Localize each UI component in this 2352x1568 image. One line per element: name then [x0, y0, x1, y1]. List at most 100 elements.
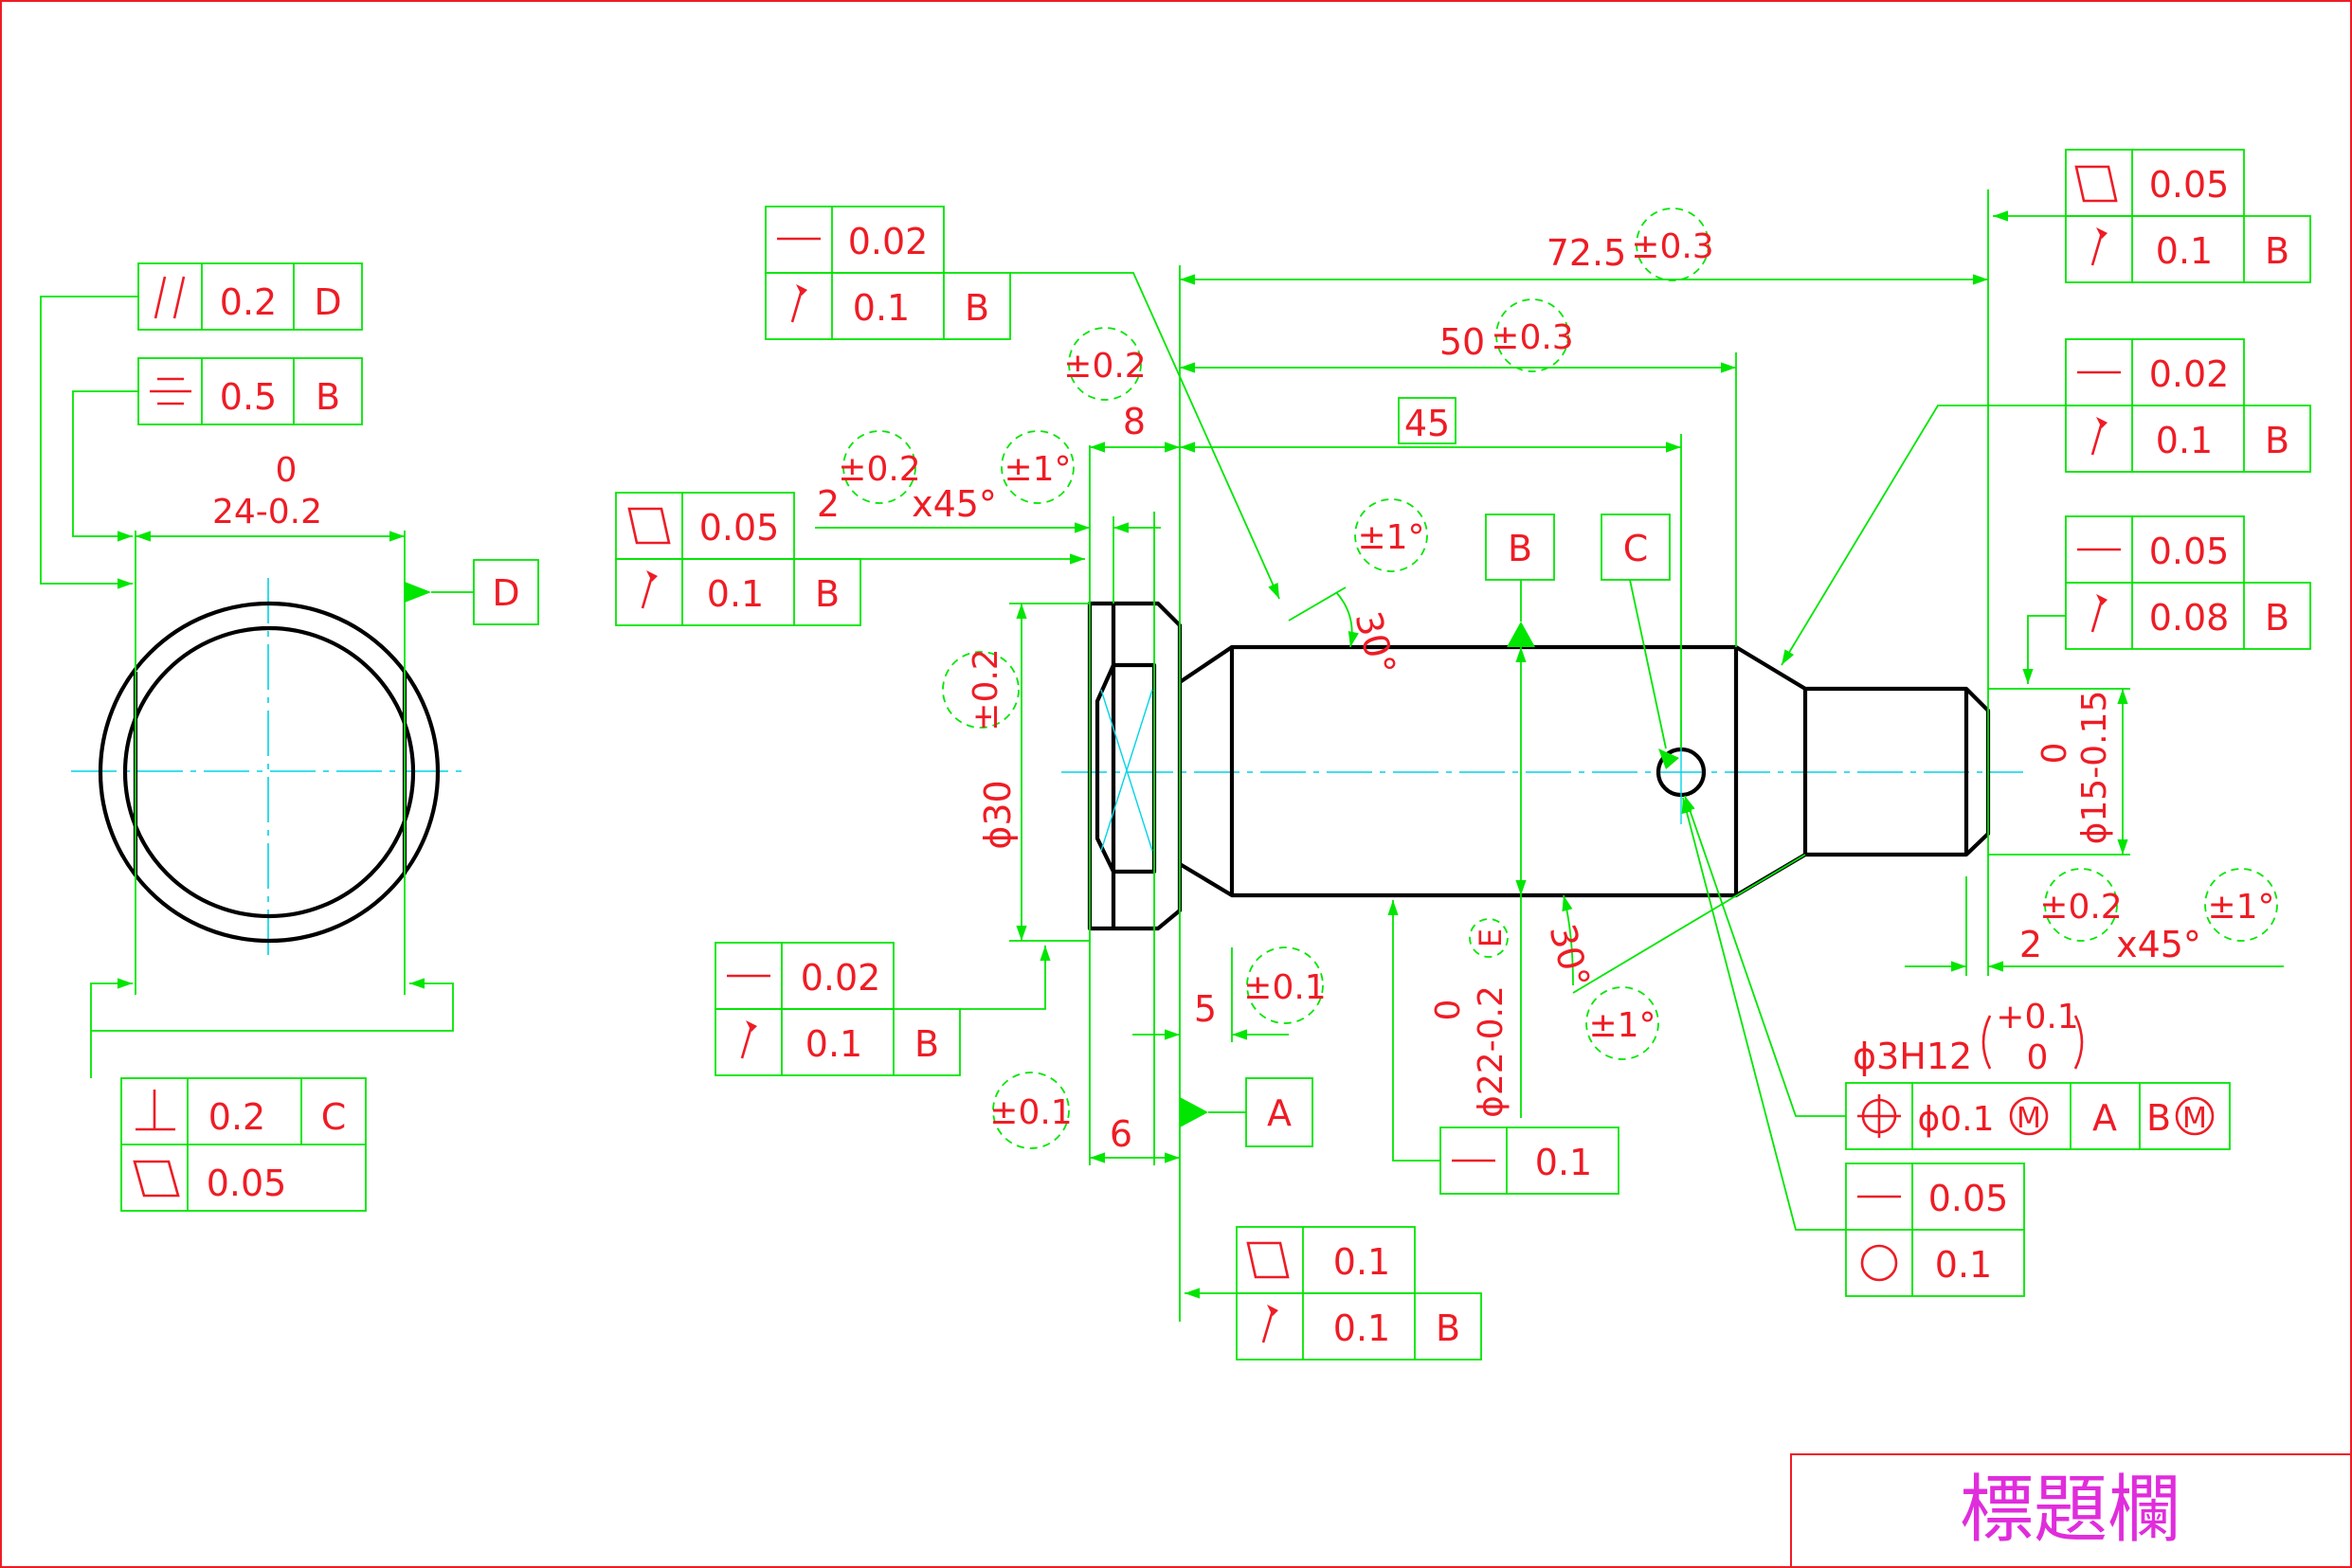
svg-text:±1°: ±1°	[1004, 450, 1071, 489]
runout-icon	[740, 1020, 757, 1059]
svg-text:0: 0	[2027, 1038, 2049, 1077]
svg-text:±1°: ±1°	[1357, 518, 1424, 557]
flatness-icon	[627, 507, 671, 545]
runout-icon	[641, 570, 658, 609]
flange	[1087, 601, 1116, 931]
svg-text:0.1: 0.1	[1333, 1241, 1390, 1283]
svg-text:0.2: 0.2	[220, 281, 277, 323]
svg-text:0.1: 0.1	[707, 573, 764, 615]
svg-text:8: 8	[1123, 401, 1146, 442]
fcf-symmetry: 0.5 B	[137, 357, 363, 425]
svg-text:0.1: 0.1	[2156, 420, 2213, 461]
svg-text:E: E	[1473, 928, 1509, 947]
svg-text:B: B	[965, 287, 989, 329]
symmetry-icon	[150, 377, 191, 406]
svg-text:30°: 30°	[1347, 607, 1403, 679]
svg-text:x45°: x45°	[2116, 924, 2201, 965]
svg-text:C: C	[321, 1096, 347, 1138]
svg-text:45: 45	[1404, 403, 1450, 444]
title-block-label: 標題欄	[1960, 1468, 2181, 1553]
svg-text:+0.1: +0.1	[1996, 998, 2078, 1036]
datum-b-label: B	[1508, 528, 1532, 569]
svg-text:5: 5	[1194, 988, 1217, 1030]
fcf-right-face: 0.05 0.1 B	[2065, 149, 2311, 283]
svg-text:2: 2	[817, 483, 840, 525]
runout-icon	[790, 284, 807, 323]
svg-text:x45°: x45°	[912, 483, 997, 525]
svg-text:±0.2: ±0.2	[967, 648, 1005, 730]
svg-text:30°: 30°	[1541, 920, 1598, 992]
fcf-perpendicular-flatness: 0.2 C 0.05	[120, 1077, 367, 1212]
parallelism-icon	[154, 276, 186, 319]
fcf-right-cone: 0.02 0.1 B	[2065, 338, 2311, 473]
svg-text:0.05: 0.05	[699, 507, 780, 549]
flatness-icon	[1246, 1241, 1290, 1279]
svg-text:0.05: 0.05	[2149, 531, 2230, 572]
flatness-icon	[133, 1160, 180, 1198]
svg-text:D: D	[314, 281, 341, 323]
datum-c-label: C	[1623, 528, 1649, 569]
svg-text:0.05: 0.05	[207, 1162, 287, 1204]
svg-text:B: B	[2265, 230, 2289, 272]
width-dim-upper: 0	[276, 451, 298, 490]
svg-text:B: B	[2265, 597, 2289, 639]
svg-text:±0.1: ±0.1	[989, 1093, 1072, 1132]
outer-circle	[98, 601, 441, 944]
svg-text:±0.2: ±0.2	[838, 450, 920, 489]
svg-text:±0.1: ±0.1	[1243, 968, 1326, 1007]
svg-text:6: 6	[1110, 1113, 1132, 1155]
flatness-icon	[2074, 165, 2118, 203]
svg-text:B: B	[316, 376, 340, 418]
svg-text:0.05: 0.05	[2149, 164, 2230, 206]
fcf-flange-dia: 0.02 0.1 B	[715, 942, 961, 1076]
runout-icon	[2090, 594, 2108, 633]
svg-text:±0.2: ±0.2	[1063, 347, 1146, 386]
svg-text:A: A	[2092, 1097, 2117, 1139]
svg-text:ϕ3H12: ϕ3H12	[1853, 1036, 1972, 1077]
svg-text:0.1: 0.1	[1535, 1142, 1592, 1183]
fcf-datum-a-face: 0.1 0.1 B	[1236, 1226, 1482, 1361]
svg-text:M: M	[2017, 1102, 2041, 1135]
datum-a-label: A	[1267, 1092, 1292, 1134]
fcf-top-left: 0.02 0.1 B	[765, 206, 1011, 340]
svg-text:B: B	[914, 1023, 939, 1065]
svg-text:72.5: 72.5	[1547, 232, 1627, 274]
svg-text:0.5: 0.5	[220, 376, 277, 418]
svg-text:2: 2	[2019, 924, 2042, 965]
main-view	[1061, 601, 2023, 931]
datum-d-label: D	[492, 572, 519, 614]
svg-text:0: 0	[2035, 743, 2074, 765]
fcf-hole-form: 0.05 0.1	[1845, 1162, 2025, 1297]
svg-text:0: 0	[1429, 1000, 1468, 1021]
svg-text:0.1: 0.1	[2156, 230, 2213, 272]
svg-text:0.02: 0.02	[2149, 353, 2230, 395]
svg-text:0.2: 0.2	[208, 1096, 265, 1138]
fcf-position: ϕ0.1 M A B M	[1845, 1082, 2231, 1150]
circularity-icon	[1860, 1244, 1898, 1282]
svg-text:B: B	[1436, 1307, 1460, 1349]
svg-text:B: B	[2146, 1097, 2171, 1139]
runout-icon	[2090, 227, 2108, 266]
fcf-right-shaft: 0.05 0.08 B	[2065, 515, 2311, 650]
svg-text:±0.3: ±0.3	[1491, 318, 1573, 357]
svg-text:0.1: 0.1	[853, 287, 910, 329]
svg-text:ϕ15-0.15: ϕ15-0.15	[2075, 691, 2114, 845]
left-view: 0 24-0.2 D 0.2 D	[40, 262, 539, 1212]
svg-text:0.08: 0.08	[2149, 597, 2230, 639]
svg-text:0.1: 0.1	[1333, 1307, 1390, 1349]
svg-text:±0.2: ±0.2	[2039, 888, 2122, 927]
svg-text:M: M	[2182, 1102, 2207, 1135]
main-dimensions: 72.5 ±0.3 50 ±0.3 45 8 ±0.2 2 x45° ±0.2 …	[815, 189, 2284, 1322]
fcf-parallel: 0.2 D	[137, 262, 363, 331]
perpendicularity-icon	[136, 1090, 175, 1131]
fcf-flange-face: 0.05 0.1 B	[615, 492, 861, 626]
svg-text:±1°: ±1°	[2207, 888, 2274, 927]
svg-text:0.1: 0.1	[805, 1023, 862, 1065]
svg-text:0.02: 0.02	[801, 957, 881, 999]
svg-text:±0.3: ±0.3	[1631, 227, 1713, 266]
svg-text:50: 50	[1439, 321, 1485, 363]
svg-text:±1°: ±1°	[1588, 1006, 1655, 1045]
svg-text:B: B	[2265, 420, 2289, 461]
